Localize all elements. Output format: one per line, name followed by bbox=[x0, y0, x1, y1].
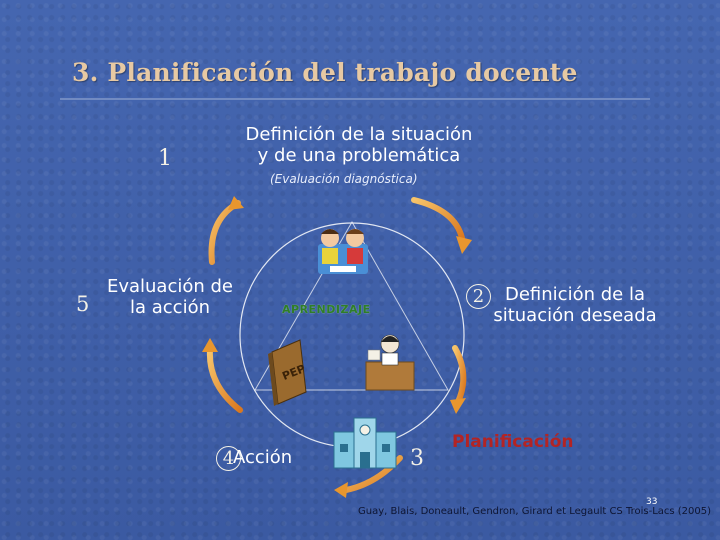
step-1-line1: Definición de la situación bbox=[245, 124, 473, 145]
step-5-number: 5 bbox=[76, 292, 90, 316]
title-divider bbox=[60, 98, 650, 100]
center-label: APRENDIZAJE bbox=[282, 303, 371, 316]
step-5-line1: Evaluación de bbox=[106, 276, 234, 297]
arrow-2-to-3 bbox=[452, 345, 467, 405]
step-2-line1: Definición de la bbox=[505, 284, 645, 305]
step-1-label: Definición de la situación y de una prob… bbox=[225, 124, 493, 166]
step-1-note: (Evaluación diagnóstica) bbox=[270, 172, 418, 186]
step-5-line2: la acción bbox=[130, 297, 210, 318]
step-3-label: Planificación bbox=[452, 432, 574, 452]
arrowhead-5 bbox=[228, 196, 244, 210]
arrowhead-3 bbox=[334, 482, 348, 498]
arrow-4-to-5 bbox=[206, 347, 243, 413]
citation: Guay, Blais, Doneault, Gendron, Girard e… bbox=[358, 506, 712, 517]
teacher-illustration bbox=[365, 334, 415, 391]
book-illustration bbox=[268, 339, 307, 406]
step-5-label: Evaluación de la acción bbox=[95, 276, 245, 318]
page-number: 33 bbox=[646, 497, 658, 507]
step-4-number: 4 bbox=[216, 446, 241, 471]
arrowhead-4 bbox=[202, 338, 218, 352]
school-illustration bbox=[333, 417, 397, 469]
students-illustration bbox=[318, 229, 368, 274]
arrow-5-to-1 bbox=[208, 200, 241, 265]
arrowhead-1 bbox=[456, 236, 472, 254]
step-1-number: 1 bbox=[158, 146, 172, 171]
step-3-number: 3 bbox=[410, 446, 424, 471]
center-triangle bbox=[254, 220, 449, 391]
step-4-label: Acción bbox=[233, 447, 293, 468]
arrowhead-2 bbox=[450, 398, 466, 414]
step-2-number: 2 bbox=[466, 284, 491, 309]
arrow-1-to-2 bbox=[411, 197, 465, 241]
step-1-line2: y de una problemática bbox=[257, 145, 461, 166]
step-2-line2: situación deseada bbox=[493, 305, 657, 326]
step-2-label: Definición de la situación deseada bbox=[480, 284, 670, 326]
slide-title: 3. Planificación del trabajo docente bbox=[72, 58, 578, 87]
